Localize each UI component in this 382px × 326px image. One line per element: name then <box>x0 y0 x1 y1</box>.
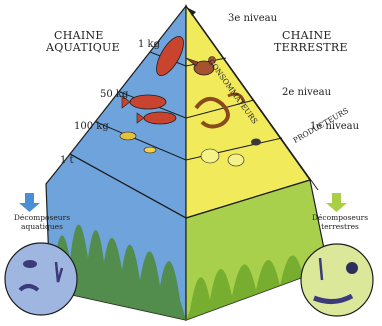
terrestrial-title-line1: CHAINE <box>282 30 332 41</box>
arrow-down-icon <box>19 193 40 212</box>
aquatic-decomposers-line2: aquatiques <box>2 223 82 232</box>
mass-50kg: 50 kg <box>100 90 128 100</box>
aquatic-title-line2: AQUATIQUE <box>46 42 120 53</box>
aquatic-title-line1: CHAINE <box>54 30 104 41</box>
green-arrow-down-icon <box>326 193 347 212</box>
mass-100kg: 100 kg <box>74 122 109 132</box>
mass-1t: 1 t <box>60 156 74 166</box>
aquatic-decomposer-blob-icon <box>23 260 37 268</box>
terrestrial-decomposers-circle <box>301 244 373 316</box>
terrestrial-decomposers-line2: terrestres <box>300 223 380 232</box>
aquatic-decomposers-circle <box>5 243 77 315</box>
level-3-label: 3e niveau <box>228 14 277 24</box>
terrestrial-title-line2: TERRESTRE <box>274 42 348 53</box>
aquatic-decomposers-label: Décomposeurs aquatiques <box>2 214 82 231</box>
mass-1kg: 1 kg <box>138 40 160 50</box>
terrestrial-decomposers-label: Décomposeurs terrestres <box>300 214 380 231</box>
level-2-label: 2e niveau <box>282 88 331 98</box>
spider-icon <box>346 262 358 274</box>
